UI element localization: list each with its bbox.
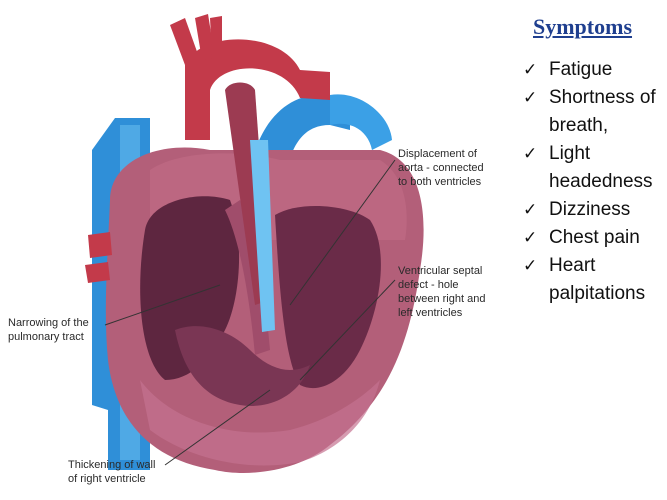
symptom-item: ✓Dizziness	[523, 196, 667, 224]
annotation-narrowing: Narrowing of the pulmonary tract	[8, 316, 89, 344]
check-icon: ✓	[523, 56, 549, 84]
vessel-stub	[85, 262, 110, 283]
symptom-item: ✓Fatigue	[523, 56, 667, 84]
aorta-branch	[170, 18, 200, 65]
aorta-branch	[210, 16, 222, 58]
annotation-thickening: Thickening of wall of right ventricle	[68, 458, 155, 486]
symptom-text: Chest pain	[549, 224, 667, 252]
check-icon: ✓	[523, 224, 549, 252]
check-icon: ✓	[523, 196, 549, 224]
symptoms-title: Symptoms	[533, 14, 632, 40]
annotation-vsd: Ventricular septal defect - hole between…	[398, 264, 485, 320]
symptom-text: Dizziness	[549, 196, 667, 224]
symptom-text: Light headedness	[549, 140, 667, 196]
symptom-item: ✓Heart palpitations	[523, 252, 667, 308]
symptom-text: Shortness of breath,	[549, 84, 667, 140]
check-icon: ✓	[523, 84, 549, 112]
symptom-text: Fatigue	[549, 56, 667, 84]
check-icon: ✓	[523, 140, 549, 168]
symptom-item: ✓Chest pain	[523, 224, 667, 252]
symptom-item: ✓Shortness of breath,	[523, 84, 667, 140]
symptom-item: ✓Light headedness	[523, 140, 667, 196]
check-icon: ✓	[523, 252, 549, 280]
symptoms-list: ✓Fatigue ✓Shortness of breath, ✓Light he…	[523, 56, 667, 308]
pulmonary-artery-branch	[330, 94, 392, 150]
vessel-stub	[88, 232, 112, 258]
annotation-displacement: Displacement of aorta - connected to bot…	[398, 147, 484, 189]
symptom-text: Heart palpitations	[549, 252, 667, 308]
